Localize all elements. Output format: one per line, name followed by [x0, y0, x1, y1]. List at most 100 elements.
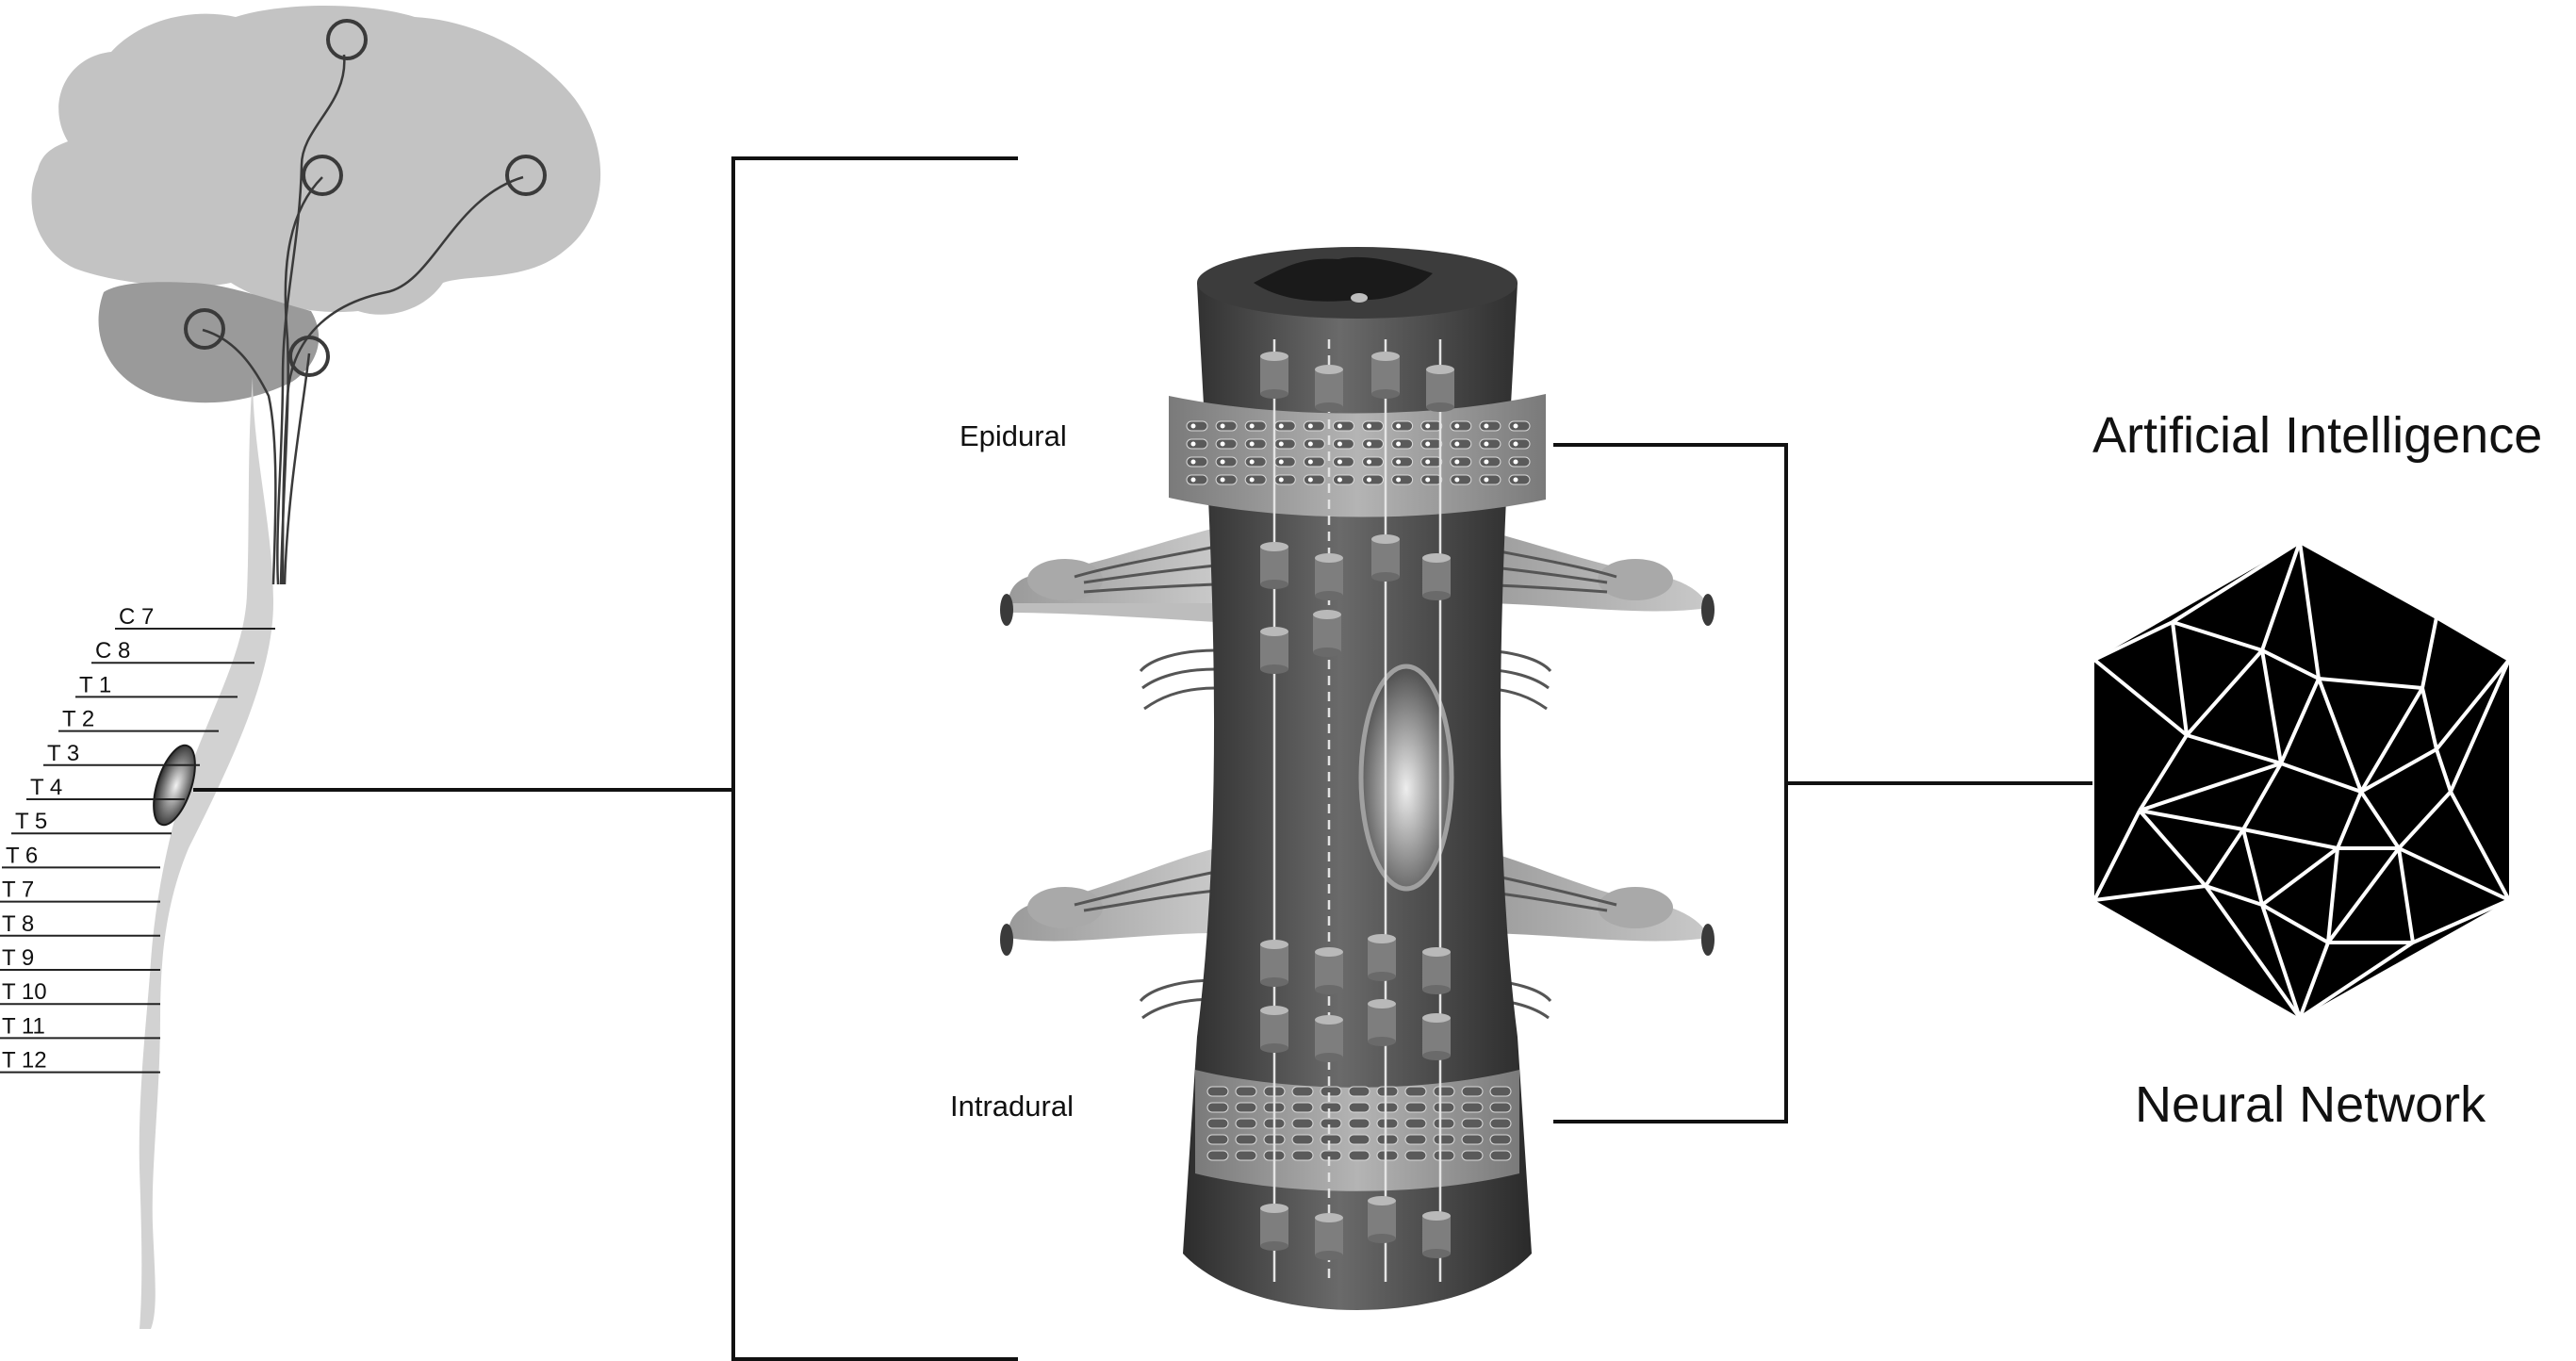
- network-edge: [2260, 904, 2302, 1019]
- spinal-level-label: T 2: [62, 707, 94, 732]
- network-edge: [2435, 615, 2511, 662]
- network-edge: [2317, 678, 2363, 793]
- sensor-cylinder: [1368, 1196, 1396, 1243]
- electrode-contact: [1348, 1086, 1370, 1097]
- spinal-level-label: T 7: [2, 877, 34, 903]
- network-edge: [2420, 616, 2438, 689]
- electrode-contact-highlight: [1425, 423, 1431, 429]
- electrode-contact: [1291, 1118, 1314, 1129]
- electrode-contact: [1391, 474, 1414, 485]
- network-edge: [2359, 686, 2424, 794]
- electrode-contact-highlight: [1367, 459, 1372, 465]
- network-edge: [2205, 884, 2263, 907]
- electrode-contact: [1235, 1150, 1257, 1161]
- electrode-contact-highlight: [1307, 423, 1313, 429]
- electrode-contact-highlight: [1249, 477, 1255, 483]
- sensor-cylinder: [1315, 553, 1343, 600]
- cortical-target-circle: [288, 336, 330, 377]
- electrode-contact: [1235, 1134, 1257, 1145]
- electrode-contact-highlight: [1367, 441, 1372, 447]
- electrode-contact: [1391, 438, 1414, 450]
- electrode-contact: [1332, 474, 1354, 485]
- electrode-bracket: [1553, 443, 1788, 1123]
- electrode-contact-highlight: [1190, 477, 1196, 483]
- electrode-contact: [1461, 1134, 1484, 1145]
- electrode-contact: [1303, 474, 1325, 485]
- electrode-contact: [1461, 1118, 1484, 1129]
- electrode-contact-highlight: [1484, 477, 1489, 483]
- network-edge: [2260, 846, 2339, 907]
- spinal-implant-icon: [1000, 247, 1715, 1310]
- grey-matter: [1254, 256, 1433, 302]
- electrode-contact-highlight: [1278, 441, 1284, 447]
- spinal-level-label: C 7: [119, 604, 154, 630]
- electrode-contact: [1508, 456, 1531, 467]
- network-edge: [2138, 733, 2189, 812]
- electrode-contact-highlight: [1454, 459, 1460, 465]
- electrode-contact: [1404, 1118, 1427, 1129]
- electrode-contact: [1303, 420, 1325, 432]
- electrode-contact: [1348, 1102, 1370, 1113]
- electrode-contact: [1433, 1118, 1455, 1129]
- electrode-contact-highlight: [1190, 459, 1196, 465]
- electrode-contact-highlight: [1337, 477, 1342, 483]
- electrode-contact: [1186, 456, 1208, 467]
- sensor-cylinder: [1422, 1013, 1451, 1060]
- electrode-contact: [1244, 438, 1267, 450]
- sensor-cylinder: [1368, 934, 1396, 981]
- network-edge: [2280, 762, 2362, 794]
- artificial-intelligence-title: Artificial Intelligence: [2092, 407, 2542, 464]
- implant-lesion: [1358, 664, 1454, 892]
- sensor-cylinder: [1422, 947, 1451, 994]
- electrode-contact: [1404, 1102, 1427, 1113]
- network-edge: [2360, 747, 2437, 794]
- electrode-contact: [1376, 1086, 1399, 1097]
- electrode-contact: [1303, 456, 1325, 467]
- electrode-contact: [1362, 456, 1385, 467]
- electrode-contact-highlight: [1249, 459, 1255, 465]
- electrode-contact: [1433, 1134, 1455, 1145]
- electrode-contact: [1433, 1102, 1455, 1113]
- neural-network-label: Neural Network: [2135, 1076, 2486, 1133]
- cerebrum: [31, 6, 601, 315]
- electrode-contact: [1489, 1086, 1512, 1097]
- electrode-contact: [1376, 1102, 1399, 1113]
- spinal-level-label: T 9: [2, 945, 34, 971]
- network-edge: [2185, 648, 2264, 737]
- electrode-contact-highlight: [1220, 477, 1225, 483]
- network-edges: [2092, 540, 2511, 1020]
- electrode-contact: [1479, 438, 1501, 450]
- electrode-contact: [1376, 1118, 1399, 1129]
- network-edge: [2298, 942, 2330, 1019]
- electrode-contact: [1376, 1150, 1399, 1161]
- electrode-contact-highlight: [1425, 441, 1431, 447]
- electrode-contact: [1235, 1086, 1257, 1097]
- electrode-contact: [1420, 456, 1443, 467]
- electrode-contact: [1291, 1086, 1314, 1097]
- electrode-contact: [1461, 1102, 1484, 1113]
- network-edge: [2397, 847, 2415, 943]
- electrode-contact: [1186, 438, 1208, 450]
- network-edge: [2318, 677, 2423, 690]
- sensor-cylinder: [1426, 365, 1454, 412]
- network-edge: [2186, 733, 2282, 765]
- electrode-contact: [1376, 1134, 1399, 1145]
- electrode-contact-highlight: [1307, 441, 1313, 447]
- network-edge: [2359, 790, 2401, 850]
- sensor-cylinder: [1422, 553, 1451, 600]
- electrode-contact: [1206, 1086, 1229, 1097]
- electrode-contact: [1489, 1118, 1512, 1129]
- cortical-target-circle: [184, 308, 225, 350]
- network-edge: [2139, 762, 2282, 812]
- electrode-contact: [1391, 456, 1414, 467]
- sensor-cylinder: [1315, 365, 1343, 412]
- electrode-contact: [1244, 456, 1267, 467]
- electrode-contact: [1291, 1102, 1314, 1113]
- electrode-contact: [1348, 1134, 1370, 1145]
- electrode-contact-highlight: [1337, 423, 1342, 429]
- electrode-contact-highlight: [1484, 423, 1489, 429]
- central-canal: [1351, 293, 1368, 303]
- network-edge: [2204, 884, 2302, 1020]
- electrode-contact: [1489, 1134, 1512, 1145]
